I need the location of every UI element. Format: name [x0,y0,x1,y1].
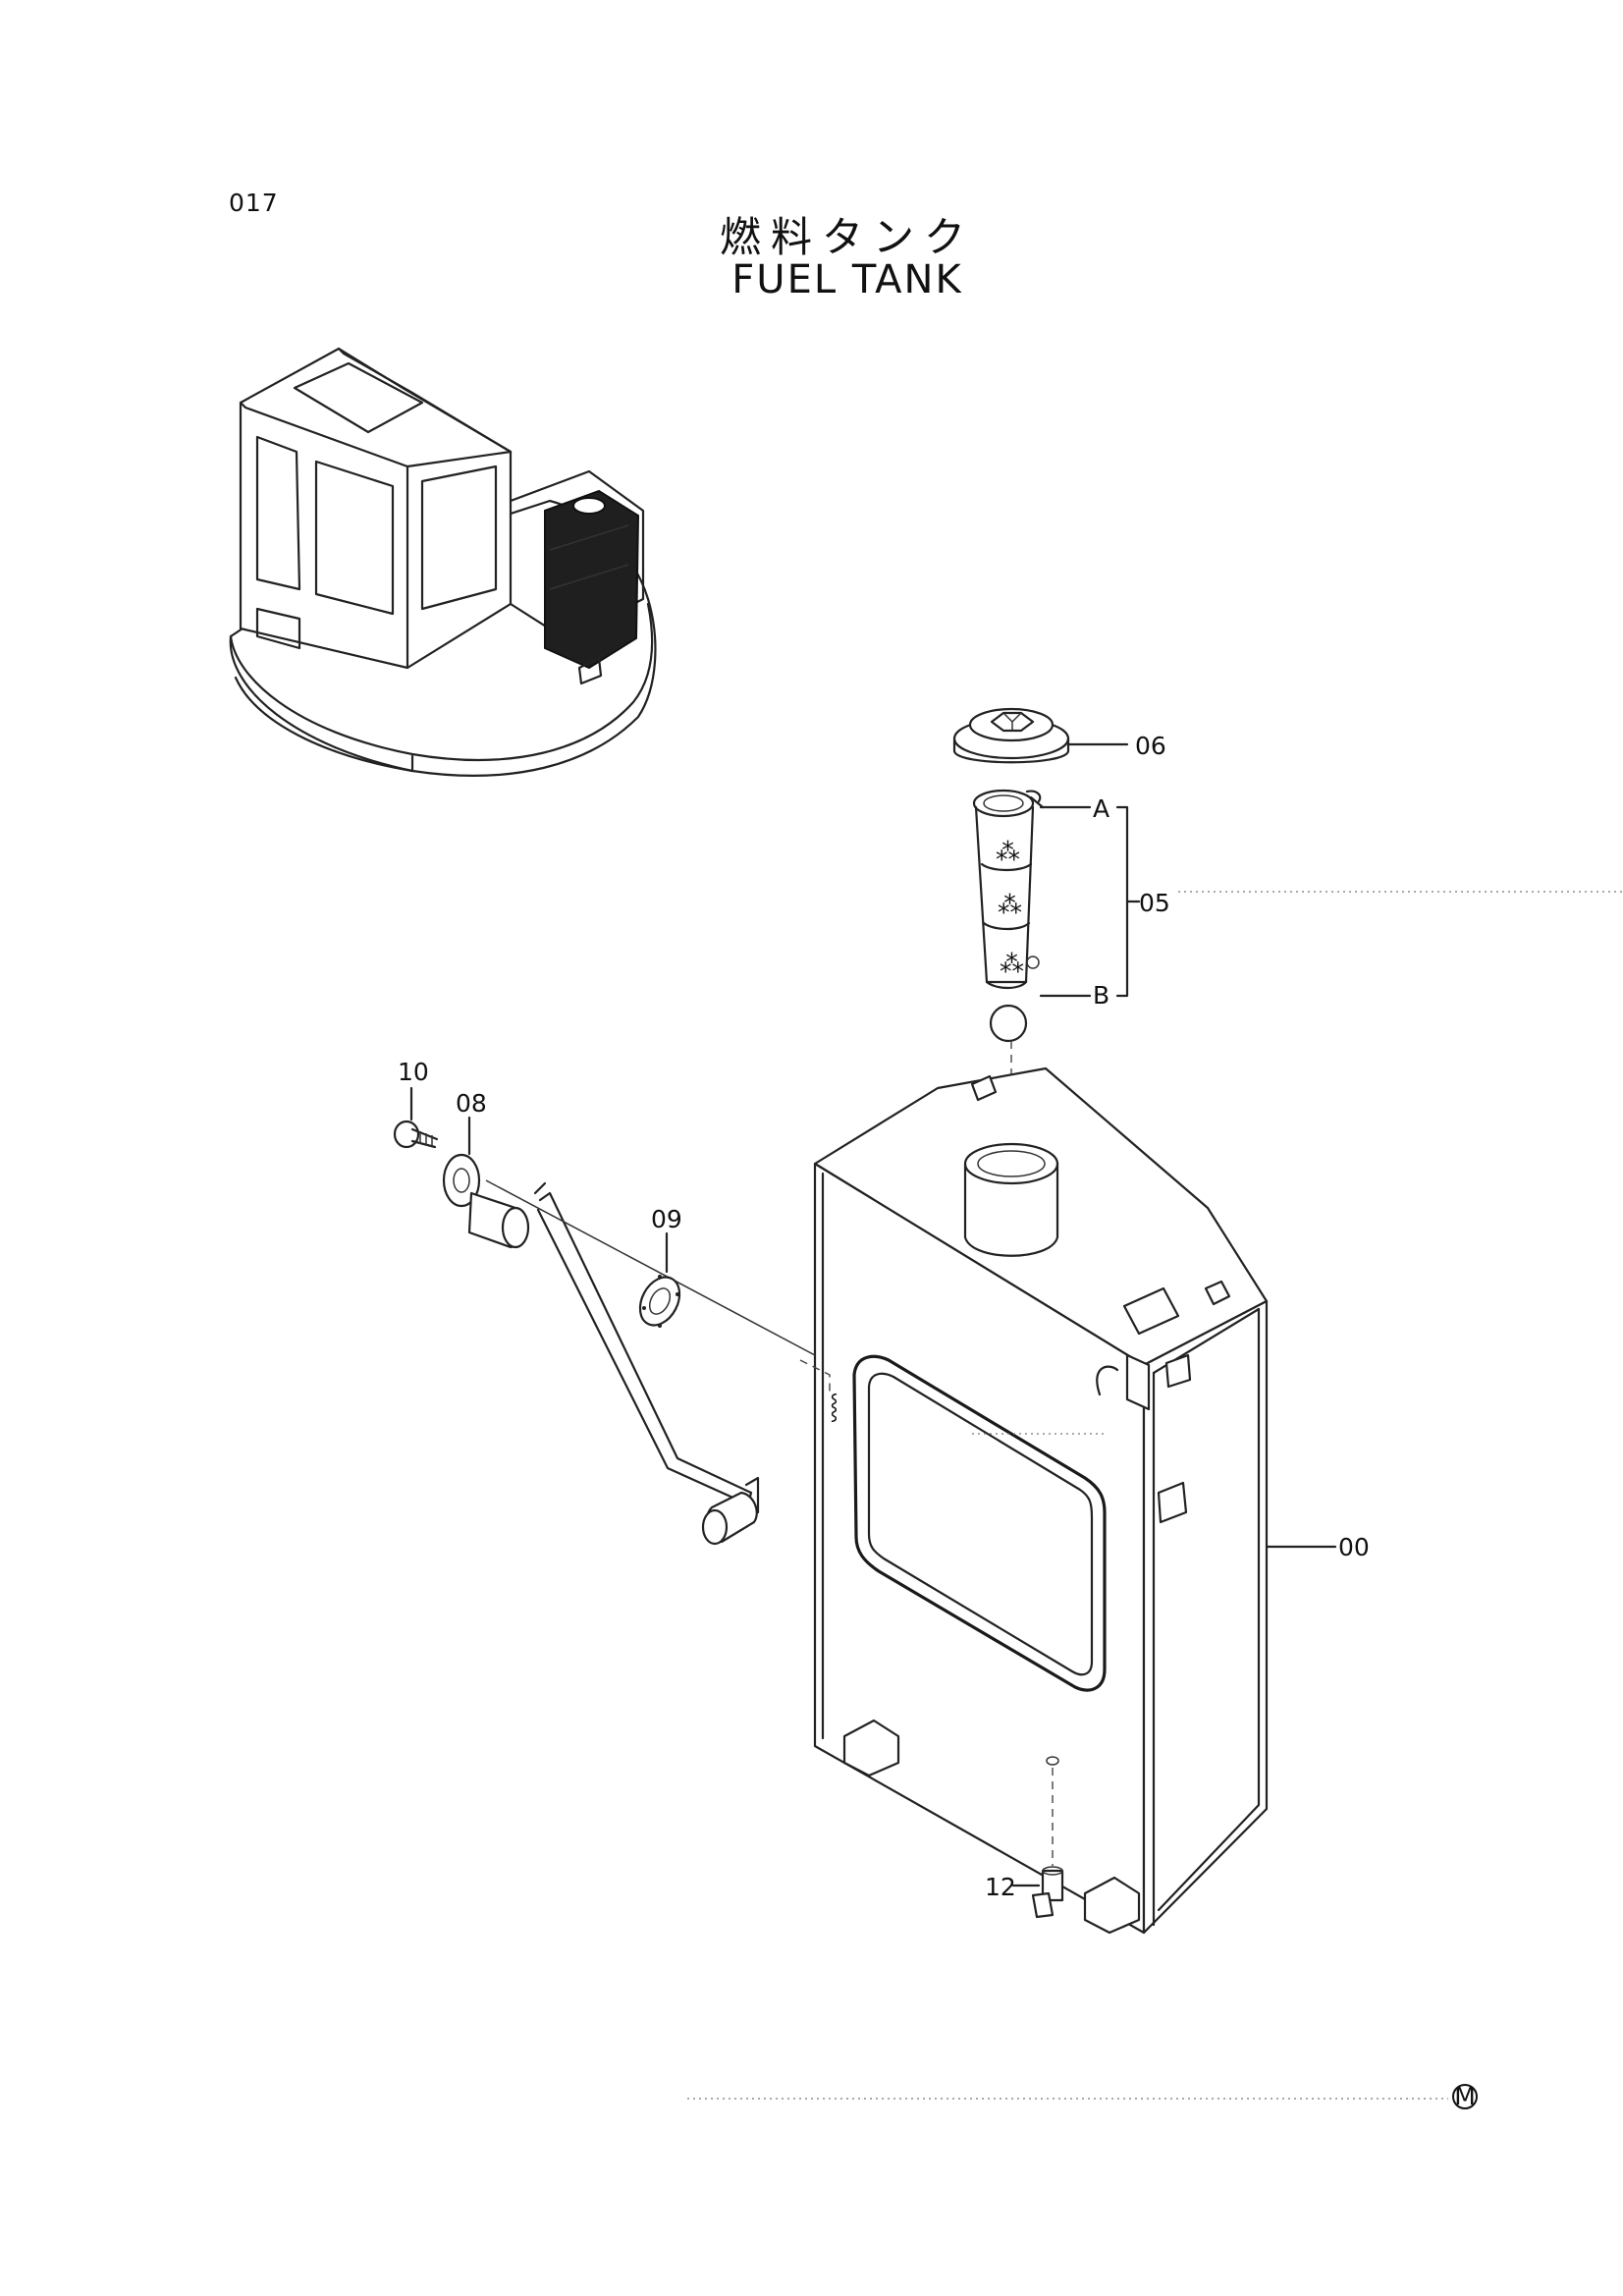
footer-mark: M [1454,2082,1476,2110]
svg-text:⸾: ⸾ [830,1392,839,1423]
callout-05: 05 [1139,889,1170,917]
svg-text:⁂: ⁂ [1000,950,1024,978]
callout-00: 00 [1338,1533,1370,1561]
callout-08: 08 [456,1089,487,1118]
title-japanese: 燃料タンク [719,213,975,261]
page-number: 017 [229,189,279,217]
assembly-line [485,1179,816,1356]
title-english: FUEL TANK [731,257,963,302]
fuel-sender [442,1153,760,1546]
gasket [638,1275,681,1328]
fuel-strainer: ⁂ ⁂ ⁂ [972,789,1045,1149]
callout-A: A [1093,794,1109,823]
svg-text:⁂: ⁂ [996,838,1020,866]
strainer-bracket [1039,805,1623,998]
callout-09: 09 [651,1205,682,1233]
bolt [393,1120,439,1149]
footer-mark-circle [1452,2084,1478,2109]
callout-10: 10 [398,1058,429,1086]
fuel-cap [952,707,1070,764]
fuel-tank: ⸾ [799,1066,1269,1935]
svg-text:⁂: ⁂ [998,891,1022,919]
callout-B: B [1093,981,1109,1010]
drain-cock [1031,1866,1064,1919]
excavator-location-view [229,347,657,777]
callout-06: 06 [1135,732,1166,760]
callout-12: 12 [985,1873,1016,1901]
